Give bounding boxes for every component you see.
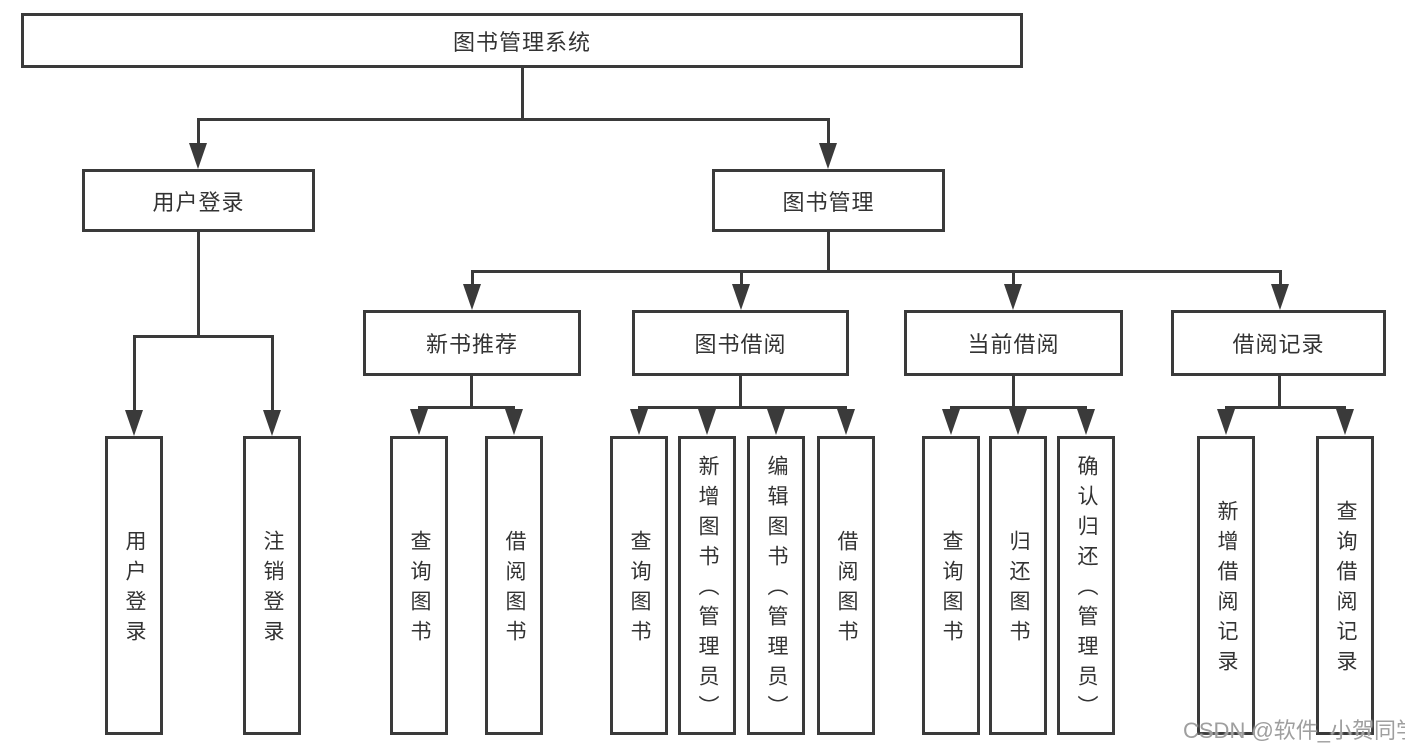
connector-level2-bar: [197, 118, 830, 121]
connector-group3-bar: [950, 406, 1087, 409]
leaf-query-books-current: 查询图书: [922, 436, 980, 735]
connector-stem-borrowing-records: [1279, 270, 1282, 286]
connector-group4-bar: [1225, 406, 1346, 409]
connector-stem-book-management: [827, 118, 830, 145]
node-book-borrowing-label: 图书借阅: [694, 332, 787, 357]
leaf-return-books-label: 归还图书: [1007, 530, 1030, 650]
leaf-borrow-books-recommend: 借阅图书: [485, 436, 543, 735]
arrowhead-leaf-return-books: [1009, 409, 1027, 435]
arrowhead-user-login: [189, 143, 207, 169]
connector-group1-drop: [470, 376, 473, 408]
leaf-query-books-borrowing: 查询图书: [610, 436, 668, 735]
leaf-user-login-label: 用户登录: [123, 530, 146, 650]
leaf-borrow-books: 借阅图书: [817, 436, 875, 735]
arrowhead-leaf-edit-books: [767, 409, 785, 435]
node-book-management-label: 图书管理: [782, 189, 875, 215]
node-book-borrowing: 图书借阅: [632, 310, 849, 376]
arrowhead-leaf-add-books: [698, 409, 716, 435]
connector-group2-drop: [739, 376, 742, 408]
csdn-watermark: CSDN @软件_小贺同学: [1183, 718, 1405, 743]
arrowhead-borrowing-records: [1271, 284, 1289, 310]
leaf-query-books-borrowing-label: 查询图书: [628, 530, 651, 650]
connector-stem-leaf-logout: [271, 335, 274, 412]
leaf-return-books: 归还图书: [989, 436, 1047, 735]
leaf-query-books-current-label: 查询图书: [940, 530, 963, 650]
leaf-add-books-admin-label: 新增图书（管理员）: [696, 455, 719, 725]
node-new-book-recommendation: 新书推荐: [363, 310, 581, 376]
arrowhead-leaf-query-borrowing: [630, 409, 648, 435]
leaf-edit-books-admin: 编辑图书（管理员）: [747, 436, 805, 735]
leaf-query-books-recommend-label: 查询图书: [408, 530, 431, 650]
leaf-logout: 注销登录: [243, 436, 301, 735]
arrowhead-leaf-confirm-return: [1077, 409, 1095, 435]
connector-stem-current-borrowing: [1012, 270, 1015, 286]
connector-user-login-bar: [133, 335, 274, 338]
arrowhead-leaf-query-current: [942, 409, 960, 435]
leaf-query-borrow-record-label: 查询借阅记录: [1334, 500, 1357, 680]
leaf-add-borrow-record-label: 新增借阅记录: [1215, 500, 1238, 680]
connector-stem-book-borrowing: [740, 270, 743, 286]
arrowhead-new-book: [463, 284, 481, 310]
connector-group2-bar: [638, 406, 847, 409]
arrowhead-leaf-borrow-books: [837, 409, 855, 435]
connector-stem-user-login: [197, 118, 200, 145]
connector-book-management-drop: [827, 232, 830, 272]
arrowhead-book-management: [819, 143, 837, 169]
leaf-add-books-admin: 新增图书（管理员）: [678, 436, 736, 735]
arrowhead-leaf-query-recommend: [410, 409, 428, 435]
node-current-borrowing: 当前借阅: [904, 310, 1123, 376]
leaf-confirm-return-admin: 确认归还（管理员）: [1057, 436, 1115, 735]
arrowhead-book-borrowing: [732, 284, 750, 310]
node-borrowing-records: 借阅记录: [1171, 310, 1386, 376]
leaf-query-books-recommend: 查询图书: [390, 436, 448, 735]
node-root: 图书管理系统: [21, 13, 1023, 68]
arrowhead-current-borrowing: [1004, 284, 1022, 310]
arrowhead-leaf-query-record: [1336, 409, 1354, 435]
connector-group3-drop: [1012, 376, 1015, 408]
connector-user-login-drop: [197, 232, 200, 337]
node-book-management: 图书管理: [712, 169, 945, 232]
node-root-label: 图书管理系统: [452, 29, 591, 55]
arrowhead-leaf-user-login: [125, 410, 143, 436]
connector-root-drop: [521, 68, 524, 118]
leaf-borrow-books-recommend-label: 借阅图书: [503, 530, 526, 650]
leaf-borrow-books-label: 借阅图书: [835, 530, 858, 650]
node-current-borrowing-label: 当前借阅: [967, 332, 1060, 357]
arrowhead-leaf-logout: [263, 410, 281, 436]
leaf-confirm-return-admin-label: 确认归还（管理员）: [1075, 455, 1098, 725]
leaf-add-borrow-record: 新增借阅记录: [1197, 436, 1255, 735]
leaf-edit-books-admin-label: 编辑图书（管理员）: [765, 455, 788, 725]
connector-group1-bar: [418, 406, 515, 409]
node-borrowing-records-label: 借阅记录: [1232, 332, 1325, 357]
connector-group4-drop: [1278, 376, 1281, 408]
node-user-login: 用户登录: [82, 169, 315, 232]
connector-stem-leaf-user-login: [133, 335, 136, 412]
leaf-query-borrow-record: 查询借阅记录: [1316, 436, 1374, 735]
leaf-logout-label: 注销登录: [261, 530, 284, 650]
leaf-user-login: 用户登录: [105, 436, 163, 735]
connector-stem-new-book: [471, 270, 474, 286]
node-new-book-recommendation-label: 新书推荐: [425, 332, 518, 357]
node-user-login-label: 用户登录: [152, 189, 245, 215]
arrowhead-leaf-add-record: [1217, 409, 1235, 435]
connector-level3-bar: [471, 270, 1281, 273]
arrowhead-leaf-borrow-recommend: [505, 409, 523, 435]
